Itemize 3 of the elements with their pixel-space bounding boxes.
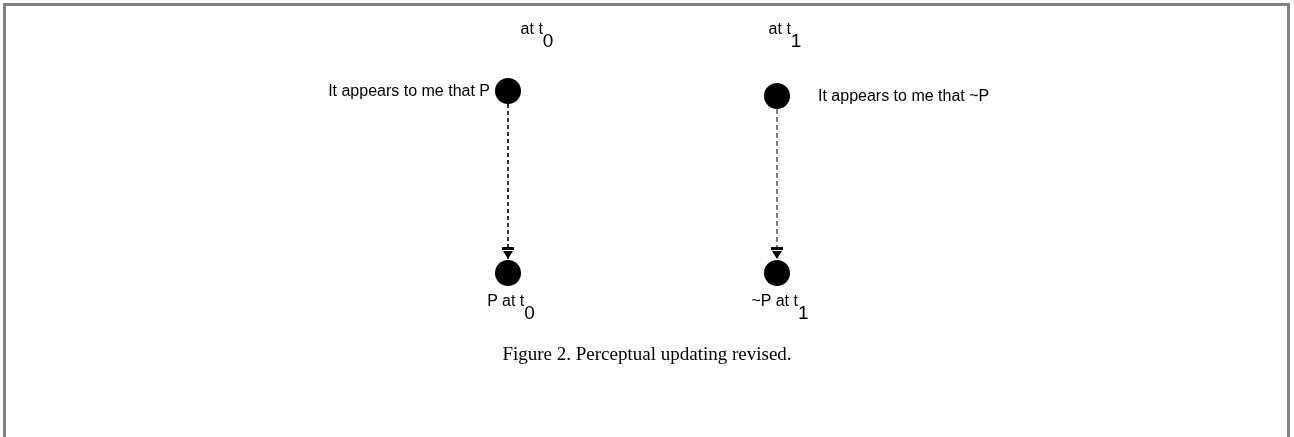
- node-caption: It appears to me that ~P: [818, 86, 991, 106]
- node-caption: It appears to me that P: [327, 81, 490, 101]
- figure-caption: Figure 2. Perceptual updating revised.: [501, 342, 793, 366]
